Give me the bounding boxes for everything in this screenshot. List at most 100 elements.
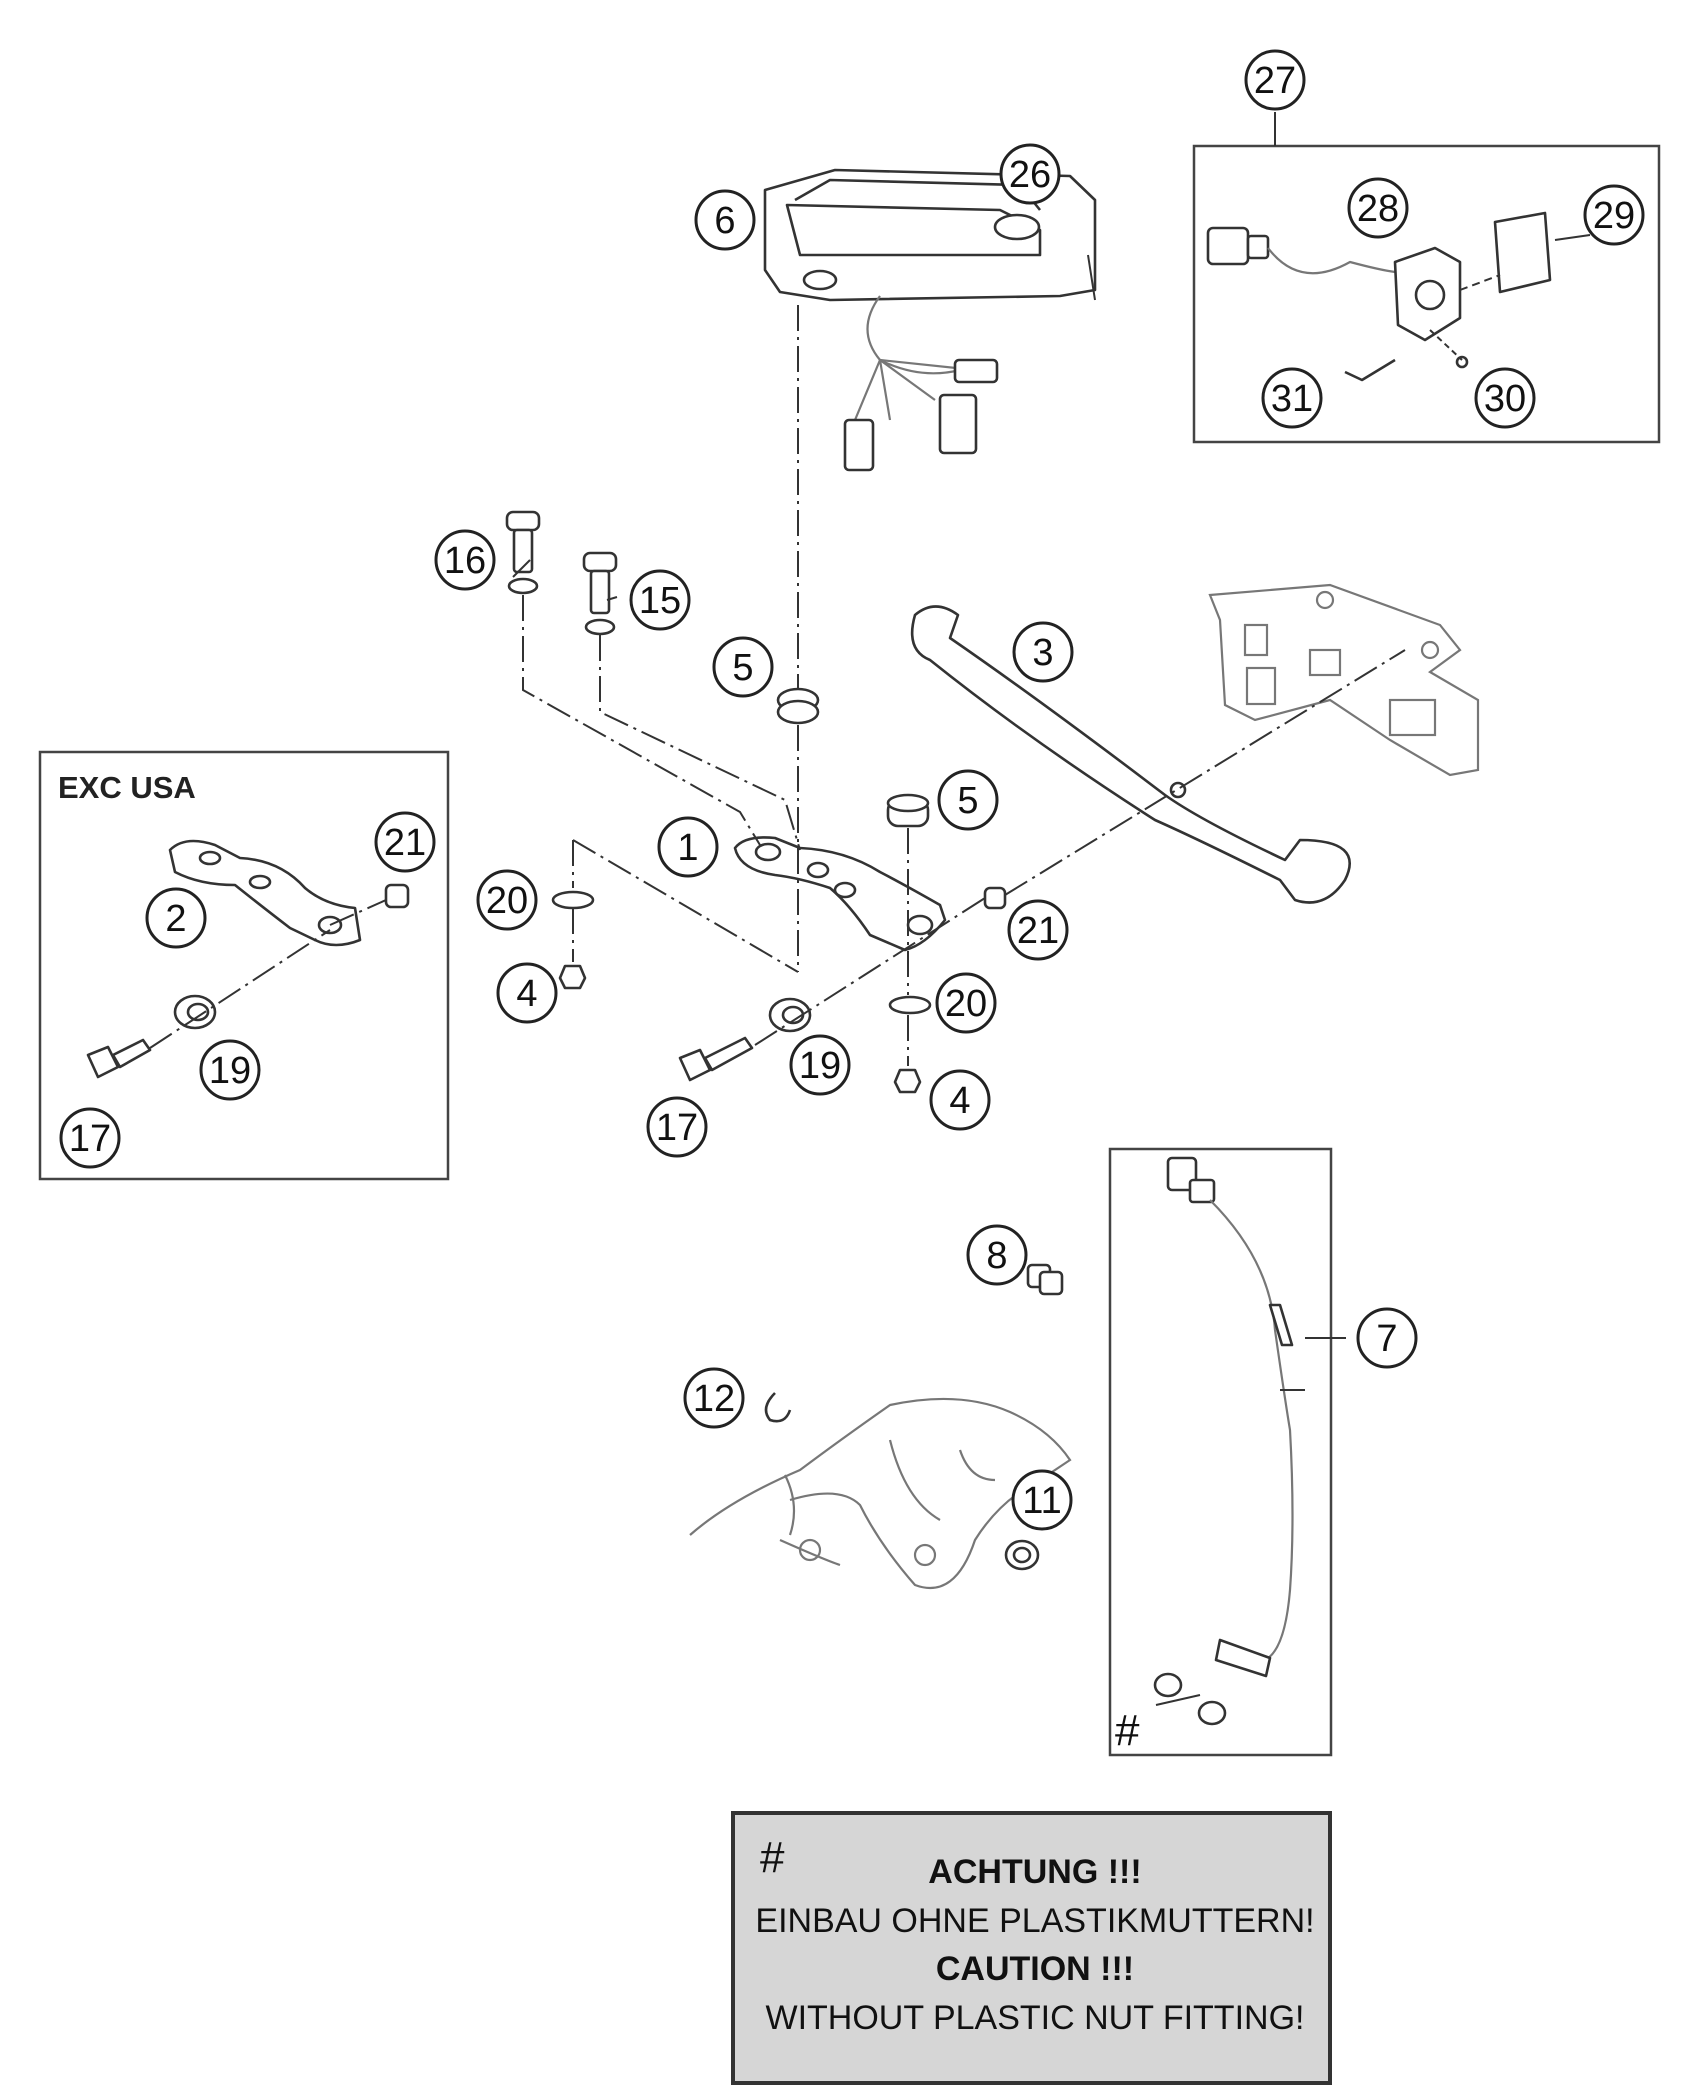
svg-text:7: 7 — [1376, 1318, 1397, 1360]
svg-text:29: 29 — [1593, 195, 1635, 237]
main-bracket-part-1 — [733, 836, 947, 952]
svg-text:4: 4 — [949, 1080, 970, 1122]
leader-hash — [1155, 1694, 1201, 1706]
callout-1: 1 — [657, 816, 719, 878]
svg-text:6: 6 — [714, 200, 735, 242]
callout-5-upper: 5 — [712, 636, 774, 698]
speedo-cable-group-box — [1108, 1147, 1333, 1757]
callout-5-right: 5 — [937, 769, 999, 831]
rubber-grommet-part-5-right — [886, 793, 930, 828]
svg-text:20: 20 — [945, 983, 987, 1025]
svg-text:19: 19 — [799, 1045, 841, 1087]
svg-text:3: 3 — [1032, 632, 1053, 674]
svg-text:5: 5 — [732, 647, 753, 689]
callout-26: 26 — [999, 143, 1061, 205]
bolt-part-16 — [505, 510, 541, 595]
leaders-15-16 — [512, 559, 618, 601]
svg-text:21: 21 — [384, 822, 426, 864]
rubber-grommet-part-5-upper — [776, 687, 820, 725]
svg-text:16: 16 — [444, 540, 486, 582]
notice-achtung: ACHTUNG !!! — [928, 1853, 1141, 1891]
nut-part-4-left — [558, 964, 587, 990]
callout-31: 31 — [1261, 367, 1323, 429]
callout-2: 2 — [145, 887, 207, 949]
callout-7: 7 — [1356, 1307, 1418, 1369]
callout-16: 16 — [434, 529, 496, 591]
exc-usa-group-box — [38, 750, 450, 1181]
nut-part-4-right — [893, 1068, 922, 1094]
circlip-part-12 — [764, 1392, 792, 1423]
clip-part-8 — [1026, 1263, 1064, 1296]
svg-text:28: 28 — [1357, 188, 1399, 230]
hash-mark: # — [1115, 1706, 1140, 1755]
svg-text:15: 15 — [639, 580, 681, 622]
exc-usa-label: EXC USA — [58, 770, 196, 805]
callout-28: 28 — [1347, 177, 1409, 239]
axis-line-frame — [1004, 649, 1406, 896]
notice-hash: # — [760, 1833, 785, 1882]
svg-text:31: 31 — [1271, 378, 1313, 420]
washer-part-20-left — [551, 890, 595, 910]
callout-29: 29 — [1583, 184, 1645, 246]
speedometer-unit — [763, 168, 1097, 472]
callout-19-exc: 19 — [199, 1039, 261, 1101]
callout-19: 19 — [789, 1034, 851, 1096]
callout-20-left: 20 — [476, 869, 538, 931]
callout-3: 3 — [1012, 621, 1074, 683]
axis-line-exc — [149, 929, 331, 1049]
svg-text:19: 19 — [209, 1050, 251, 1092]
washer-part-20-right — [888, 995, 932, 1015]
speedometer-cable-part-7 — [1153, 1156, 1305, 1726]
nut-part-19 — [768, 997, 812, 1033]
svg-text:4: 4 — [516, 973, 537, 1015]
svg-text:26: 26 — [1009, 154, 1051, 196]
bolt-part-15 — [582, 551, 618, 636]
ignition-switch-assembly — [1206, 211, 1591, 382]
engine-case-outline — [689, 1397, 1072, 1590]
callout-17: 17 — [646, 1096, 708, 1158]
callout-15: 15 — [629, 569, 691, 631]
bracket-part-2 — [168, 839, 362, 947]
svg-text:17: 17 — [69, 1118, 111, 1160]
caution-notice: # ACHTUNG !!! EINBAU OHNE PLASTIKMUTTERN… — [731, 1811, 1332, 2085]
notice-german-text: EINBAU OHNE PLASTIKMUTTERN! — [755, 1902, 1314, 1940]
svg-text:5: 5 — [957, 780, 978, 822]
frame-plate — [1208, 583, 1480, 777]
callout-27: 27 — [1244, 49, 1306, 111]
svg-text:12: 12 — [693, 1378, 735, 1420]
bolt-part-17 — [678, 1036, 754, 1082]
callout-30: 30 — [1474, 367, 1536, 429]
callout-4-right: 4 — [929, 1069, 991, 1131]
svg-text:8: 8 — [986, 1235, 1007, 1277]
callout-21-exc: 21 — [374, 811, 436, 873]
callout-12: 12 — [683, 1367, 745, 1429]
bushing-part-21 — [983, 886, 1007, 910]
axis-line-bolt-17 — [754, 897, 986, 1046]
callout-6: 6 — [694, 189, 756, 251]
svg-text:30: 30 — [1484, 378, 1526, 420]
callout-21-right: 21 — [1007, 899, 1069, 961]
callout-17-exc: 17 — [59, 1107, 121, 1169]
mounting-bar-part-3 — [910, 605, 1351, 904]
callout-8: 8 — [966, 1224, 1028, 1286]
svg-text:11: 11 — [1022, 1480, 1061, 1522]
svg-text:20: 20 — [486, 880, 528, 922]
nut-part-19-exc — [173, 994, 217, 1030]
svg-text:1: 1 — [677, 827, 698, 869]
axis-line-washer-left — [572, 839, 799, 973]
svg-text:2: 2 — [165, 898, 186, 940]
ring-part-26 — [993, 213, 1041, 241]
svg-text:27: 27 — [1254, 60, 1296, 102]
bushing-part-11 — [1004, 1539, 1040, 1571]
notice-english-text: WITHOUT PLASTIC NUT FITTING! — [766, 1999, 1305, 2037]
callout-11: 11 — [1011, 1469, 1073, 1531]
bushing-part-21-exc — [384, 883, 410, 909]
axis-line-bolt-16 — [522, 595, 761, 846]
callout-4-left: 4 — [496, 962, 558, 1024]
notice-caution: CAUTION !!! — [936, 1950, 1134, 1988]
axis-line-exc-bushing — [329, 899, 387, 926]
svg-text:17: 17 — [656, 1107, 698, 1149]
bolt-part-17-exc — [86, 1038, 152, 1079]
callout-20-right: 20 — [935, 972, 997, 1034]
